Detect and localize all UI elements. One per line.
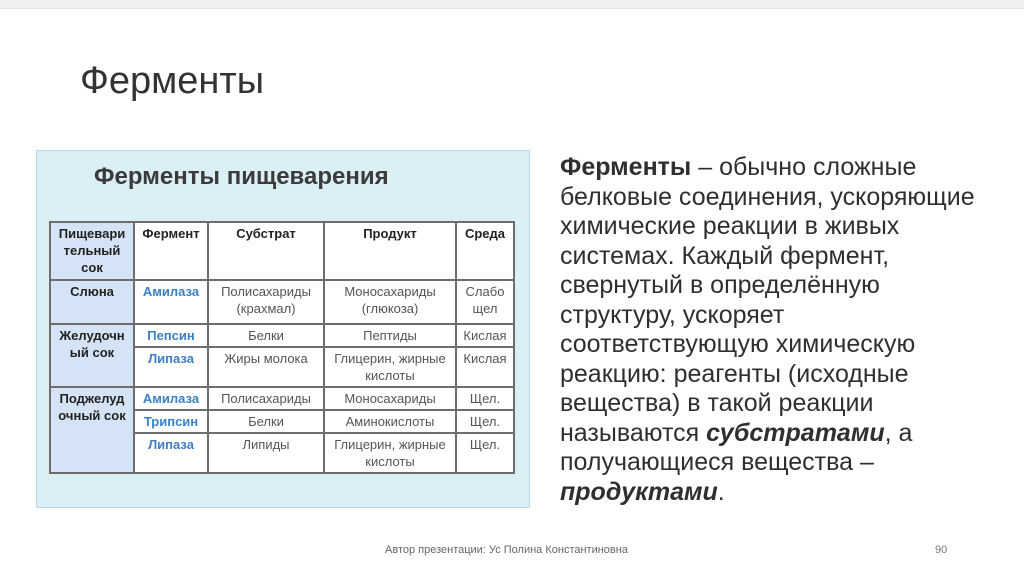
term-substrates: субстратами bbox=[706, 418, 885, 447]
enzymes-figure: Ферменты пищеварения Пищевари тельный со… bbox=[36, 150, 530, 508]
substrate-cell: Жиры молока bbox=[207, 346, 325, 388]
table-row: Липаза Липиды Глицерин, жирные кислоты Щ… bbox=[50, 432, 515, 474]
column-header: Субстрат bbox=[207, 221, 325, 281]
medium-cell: Слабо щел bbox=[455, 279, 515, 325]
substrate-cell: Белки bbox=[207, 323, 325, 348]
medium-cell: Щел. bbox=[455, 386, 515, 411]
juice-cell: Желудочн ый сок bbox=[49, 323, 135, 388]
top-border bbox=[0, 0, 1024, 9]
enzyme-cell: Амилаза bbox=[133, 279, 209, 325]
table-row: Трипсин Белки Аминокислоты Щел. bbox=[50, 409, 515, 434]
table-row: Липаза Жиры молока Глицерин, жирные кисл… bbox=[50, 346, 515, 388]
table-row: Слюна Амилаза Полисахариды (крахмал) Мон… bbox=[49, 279, 515, 325]
medium-cell: Щел. bbox=[455, 409, 515, 434]
substrate-cell: Полисахариды bbox=[207, 386, 325, 411]
enzyme-cell: Липаза bbox=[133, 346, 209, 388]
table-row: Желудочн ый сок Пепсин Белки Пептиды Кис… bbox=[49, 323, 515, 388]
juice-cell: Поджелуд очный сок bbox=[49, 386, 135, 474]
column-header: Среда bbox=[455, 221, 515, 281]
definition-middle: , а получающиеся вещества – bbox=[560, 418, 913, 477]
product-cell: Глицерин, жирные кислоты bbox=[323, 432, 457, 474]
table-row: Поджелуд очный сок Амилаза Полисахариды … bbox=[49, 386, 515, 474]
term-products: продуктами bbox=[560, 477, 718, 506]
substrate-cell: Белки bbox=[207, 409, 325, 434]
medium-cell: Кислая bbox=[455, 346, 515, 388]
digestion-enzymes-table: Пищевари тельный сок Фермент Субстрат Пр… bbox=[49, 221, 515, 474]
enzyme-cell: Трипсин bbox=[133, 409, 209, 434]
term-enzymes: Ферменты bbox=[560, 153, 692, 181]
slide-title: Ферменты bbox=[80, 60, 265, 102]
medium-cell: Кислая bbox=[455, 323, 515, 348]
page-number: 90 bbox=[935, 544, 948, 556]
definition-paragraph: Ферменты – обычно сложные белковые соеди… bbox=[560, 153, 980, 507]
substrate-cell: Полисахариды (крахмал) bbox=[207, 279, 325, 325]
figure-title: Ферменты пищеварения bbox=[94, 163, 389, 190]
definition-end: . bbox=[717, 477, 725, 506]
product-cell: Глицерин, жирные кислоты bbox=[323, 346, 457, 388]
slide-footer: Автор презентации: Ус Полина Константино… bbox=[385, 544, 628, 556]
medium-cell: Щел. bbox=[455, 432, 515, 474]
enzyme-cell: Амилаза bbox=[133, 386, 209, 411]
product-cell: Моносахариды bbox=[323, 386, 457, 411]
column-header: Пищевари тельный сок bbox=[49, 221, 135, 281]
table-header-row: Пищевари тельный сок Фермент Субстрат Пр… bbox=[49, 221, 515, 281]
enzyme-cell: Липаза bbox=[133, 432, 209, 474]
substrate-cell: Липиды bbox=[207, 432, 325, 474]
definition-text: – обычно сложные белковые соединения, ус… bbox=[560, 153, 975, 447]
column-header: Продукт bbox=[323, 221, 457, 281]
product-cell: Пептиды bbox=[323, 323, 457, 348]
product-cell: Аминокислоты bbox=[323, 409, 457, 434]
juice-cell: Слюна bbox=[49, 279, 135, 325]
enzyme-cell: Пепсин bbox=[133, 323, 209, 348]
product-cell: Моносахариды (глюкоза) bbox=[323, 279, 457, 325]
column-header: Фермент bbox=[133, 221, 209, 281]
